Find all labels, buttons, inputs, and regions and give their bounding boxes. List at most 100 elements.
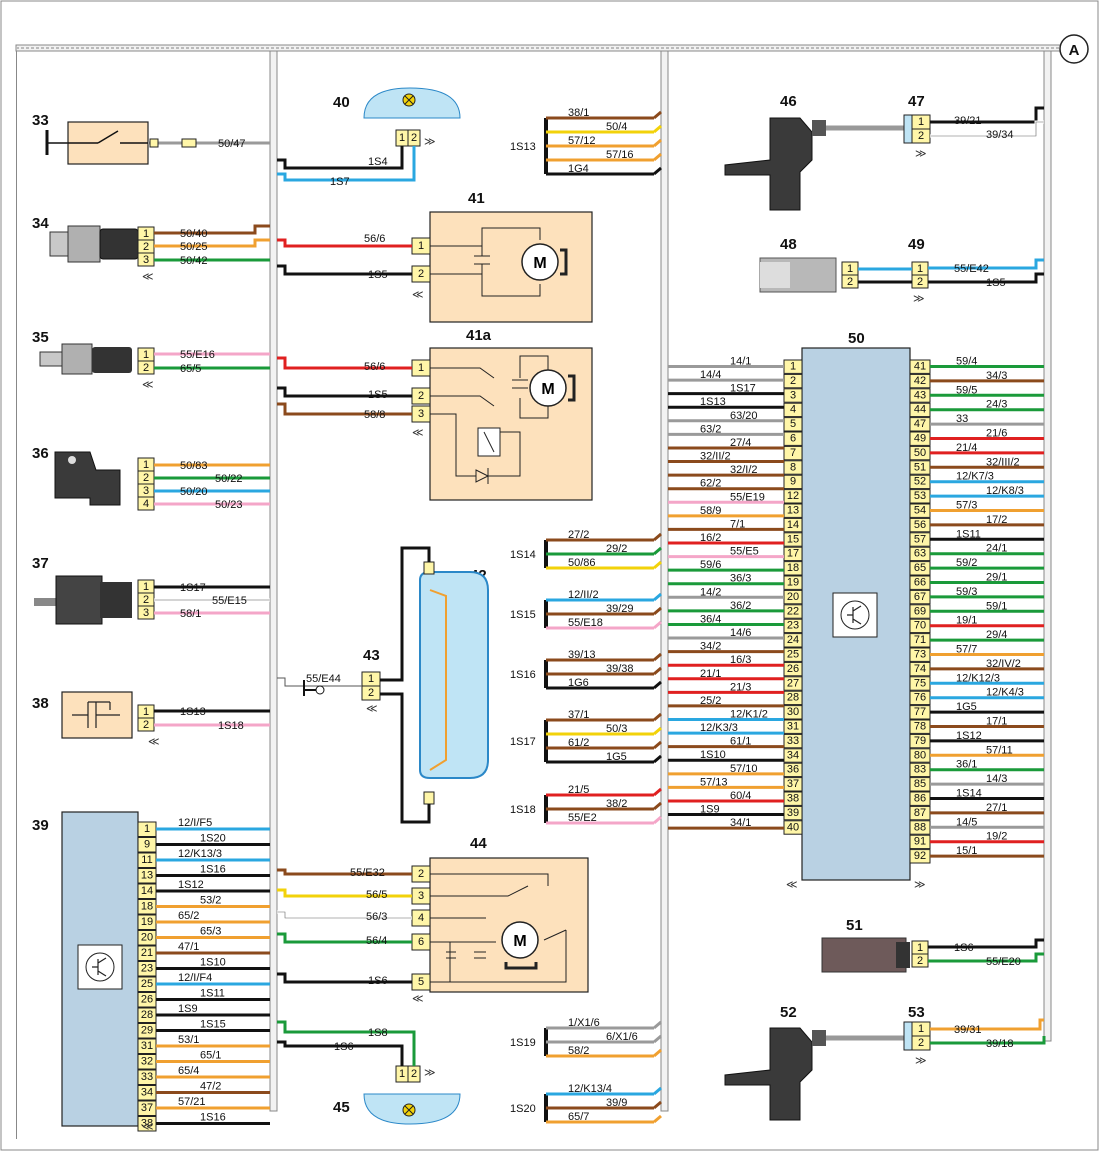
svg-text:1: 1: [143, 706, 149, 718]
component-47-connector: 1 2 ≫ 39/21 39/34: [903, 106, 1044, 160]
svg-text:55/E16: 55/E16: [180, 349, 215, 361]
label-38: 38: [32, 695, 49, 712]
component-numbers: 33 34 35 36 37 38 39 40 41 41a 42 43 44 …: [32, 93, 925, 1116]
label-33: 33: [32, 112, 49, 129]
ecu50-left-pin-number: 8: [790, 461, 796, 473]
ecu39-wire-label: 57/21: [178, 1096, 206, 1108]
ecu39-wire-label: 12/I/F5: [178, 817, 212, 829]
component-40-lamp: 1 2 ≫ 1S4 1S7: [277, 87, 461, 188]
ecu50-left-wire-label: 1S10: [700, 749, 726, 761]
svg-text:2: 2: [918, 1037, 924, 1049]
splice-wire-label: 39/29: [606, 603, 634, 615]
svg-text:≫: ≫: [424, 1066, 436, 1079]
svg-text:39/18: 39/18: [986, 1038, 1014, 1050]
svg-text:1: 1: [143, 349, 149, 361]
component-37-sensor: 1 2 3 1S17 55/E15 58/1: [34, 575, 270, 625]
svg-text:50/40: 50/40: [180, 228, 208, 240]
svg-text:1: 1: [399, 132, 405, 144]
ecu50-right-pin-number: 41: [914, 361, 926, 373]
ecu50-right-wire-label: 12/K8/3: [986, 485, 1024, 497]
ecu39-wire-label: 53/1: [178, 1034, 199, 1046]
svg-text:2: 2: [917, 955, 923, 967]
ecu50-left-pin: [783, 690, 803, 706]
ecu50-left-wire-label: 63/2: [700, 423, 721, 435]
ecu39-wire-label: 65/3: [200, 926, 221, 938]
svg-text:58/1: 58/1: [180, 608, 201, 620]
ecu50-left-pin: [783, 719, 803, 734]
svg-text:58/8: 58/8: [364, 409, 385, 421]
label-35: 35: [32, 329, 49, 346]
ecu50-right-pin-number: 65: [914, 562, 926, 574]
ecu50-left-pin-number: 12: [787, 490, 799, 502]
svg-text:≪: ≪: [786, 878, 798, 891]
ecu50-left-wire-label: 55/E5: [730, 546, 759, 558]
ecu50-left-pin: [783, 676, 803, 691]
ecu50-left-wire-label: 32/II/2: [700, 451, 731, 463]
ecu50-right-pin-number: 77: [914, 706, 926, 718]
svg-text:1: 1: [368, 673, 374, 685]
svg-text:3: 3: [418, 408, 424, 420]
ecu50-right-pin-number: 79: [914, 735, 926, 747]
ecu50-right-pin-number: 42: [914, 375, 926, 387]
ground-node: A: [1059, 34, 1089, 64]
svg-text:1S18: 1S18: [218, 720, 244, 732]
ecu50-left-wire-label: 34/2: [700, 641, 721, 653]
ecu50-left-wire-label: 21/1: [700, 668, 721, 680]
ecu50-left-pin-number: 33: [787, 735, 799, 747]
ecu50-right-wire-label: 59/5: [956, 384, 977, 396]
ecu50-right-pin-number: 87: [914, 807, 926, 819]
svg-text:4: 4: [418, 912, 424, 924]
ecu50-left-wire-label: 21/3: [730, 681, 751, 693]
splice-wire-label: 27/2: [568, 529, 589, 541]
ecu50-right-wire-label: 1S14: [956, 788, 982, 800]
ecu50-left-pin-number: 40: [787, 821, 799, 833]
ecu50-left-pin-number: 25: [787, 649, 799, 661]
svg-text:39/34: 39/34: [986, 129, 1014, 141]
svg-text:4: 4: [143, 498, 149, 510]
ecu50-left-pin-number: 22: [787, 605, 799, 617]
ecu50-right-wire-label: 36/1: [956, 759, 977, 771]
component-51-sensor: 1 2 1S6 55/E20: [821, 937, 1044, 973]
svg-text:6: 6: [418, 936, 424, 948]
ecu50-left-wire-label: 36/4: [700, 613, 721, 625]
component-53-connector: 1 2 ≫ 39/31 39/18: [903, 1018, 1046, 1067]
ecu50-left-wire-label: 57/13: [700, 776, 728, 788]
svg-text:65/5: 65/5: [180, 363, 201, 375]
svg-text:50/23: 50/23: [215, 499, 243, 511]
svg-text:1S4: 1S4: [368, 156, 388, 168]
ecu39-pin-number: 33: [141, 1071, 153, 1083]
svg-text:2: 2: [917, 276, 923, 288]
svg-text:1: 1: [399, 1068, 405, 1080]
ecu50-left-pin-number: 31: [787, 721, 799, 733]
svg-text:39/21: 39/21: [954, 115, 982, 127]
ecu50-left-wire-label: 36/2: [730, 600, 751, 612]
svg-text:1S6: 1S6: [334, 1041, 354, 1053]
ecu39-pin-number: 26: [141, 994, 153, 1006]
label-49: 49: [908, 236, 925, 253]
ecu50-left-pin: [783, 762, 803, 778]
svg-text:≪: ≪: [142, 270, 154, 283]
label-44: 44: [470, 835, 487, 852]
ecu50-left-pin: [783, 777, 803, 792]
label-34: 34: [32, 215, 49, 232]
ecu39-wire-label: 47/1: [178, 941, 199, 953]
ecu39-pin-number: 37: [141, 1102, 153, 1114]
svg-text:≪: ≪: [142, 1120, 154, 1133]
svg-text:2: 2: [418, 268, 424, 280]
ecu50-right-pin-number: 47: [914, 418, 926, 430]
ecu39-pin-number: 1: [144, 823, 150, 835]
svg-text:55/E20: 55/E20: [986, 956, 1021, 968]
ecu50-right-pin-number: 56: [914, 519, 926, 531]
ecu39-pin-number: 18: [141, 901, 153, 913]
ecu50-left-pin: [783, 546, 803, 562]
ecu50-left-pin-number: 2: [790, 375, 796, 387]
ecu50-right-pin-number: 49: [914, 433, 926, 445]
ecu50-left-pin-number: 14: [787, 519, 799, 531]
label-48: 48: [780, 236, 797, 253]
label-52: 52: [780, 1004, 797, 1021]
ecu50-left-pin-number: 7: [790, 447, 796, 459]
splice-name: 1S20: [510, 1103, 536, 1115]
splice-wire-label: 39/38: [606, 663, 634, 675]
svg-text:1S5: 1S5: [368, 389, 388, 401]
